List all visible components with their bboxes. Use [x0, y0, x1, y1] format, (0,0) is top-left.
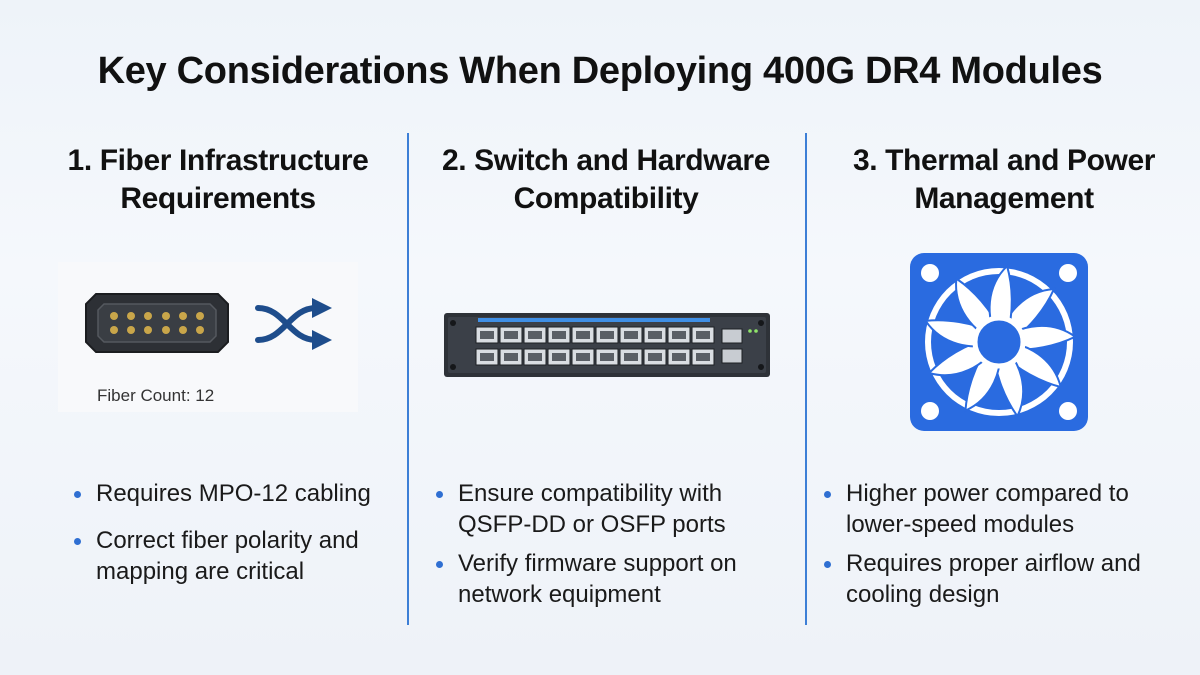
bullet-list: Requires MPO-12 cabling Correct fiber po…: [74, 478, 414, 587]
heading-line: 1. Fiber Infrastructure: [67, 144, 369, 177]
crossover-arrows-icon: [255, 298, 332, 350]
list-item: Correct fiber polarity and mapping are c…: [74, 525, 396, 587]
column-heading: 3. Thermal and Power Management: [808, 142, 1200, 218]
heading-line: 2. Switch and Hardware: [442, 144, 770, 177]
bullet-list: Higher power compared to lower-speed mod…: [824, 478, 1164, 610]
cooling-fan-icon: [910, 253, 1088, 431]
column-heading: 2. Switch and Hardware Compatibility: [410, 142, 802, 218]
network-switch-icon: [444, 313, 770, 377]
column-fiber: 1. Fiber Infrastructure Requirements Req…: [22, 0, 414, 675]
list-item: Requires proper airflow and cooling desi…: [824, 548, 1156, 610]
list-item: Higher power compared to lower-speed mod…: [824, 478, 1156, 540]
heading-line: 3. Thermal and Power: [852, 144, 1156, 177]
fiber-count-label: Fiber Count: 12: [97, 386, 215, 405]
column-heading: 1. Fiber Infrastructure Requirements: [22, 142, 414, 218]
bullet-list: Ensure compatibility with QSFP-DD or OSF…: [436, 478, 776, 610]
heading-line: Management: [914, 182, 1094, 215]
column-thermal: 3. Thermal and Power Management Higher p…: [808, 0, 1200, 675]
mpo-connector-icon: [85, 293, 229, 353]
list-item: Verify firmware support on network equip…: [436, 548, 748, 610]
list-item: Requires MPO-12 cabling: [74, 478, 414, 509]
column-switch: 2. Switch and Hardware Compatibility Ens…: [410, 0, 802, 675]
heading-line: Requirements: [120, 182, 316, 215]
page-title: Key Considerations When Deploying 400G D…: [97, 50, 1103, 92]
column-divider: [407, 133, 409, 625]
list-item: Ensure compatibility with QSFP-DD or OSF…: [436, 478, 768, 540]
heading-line: Compatibility: [513, 182, 699, 215]
column-divider: [805, 133, 807, 625]
